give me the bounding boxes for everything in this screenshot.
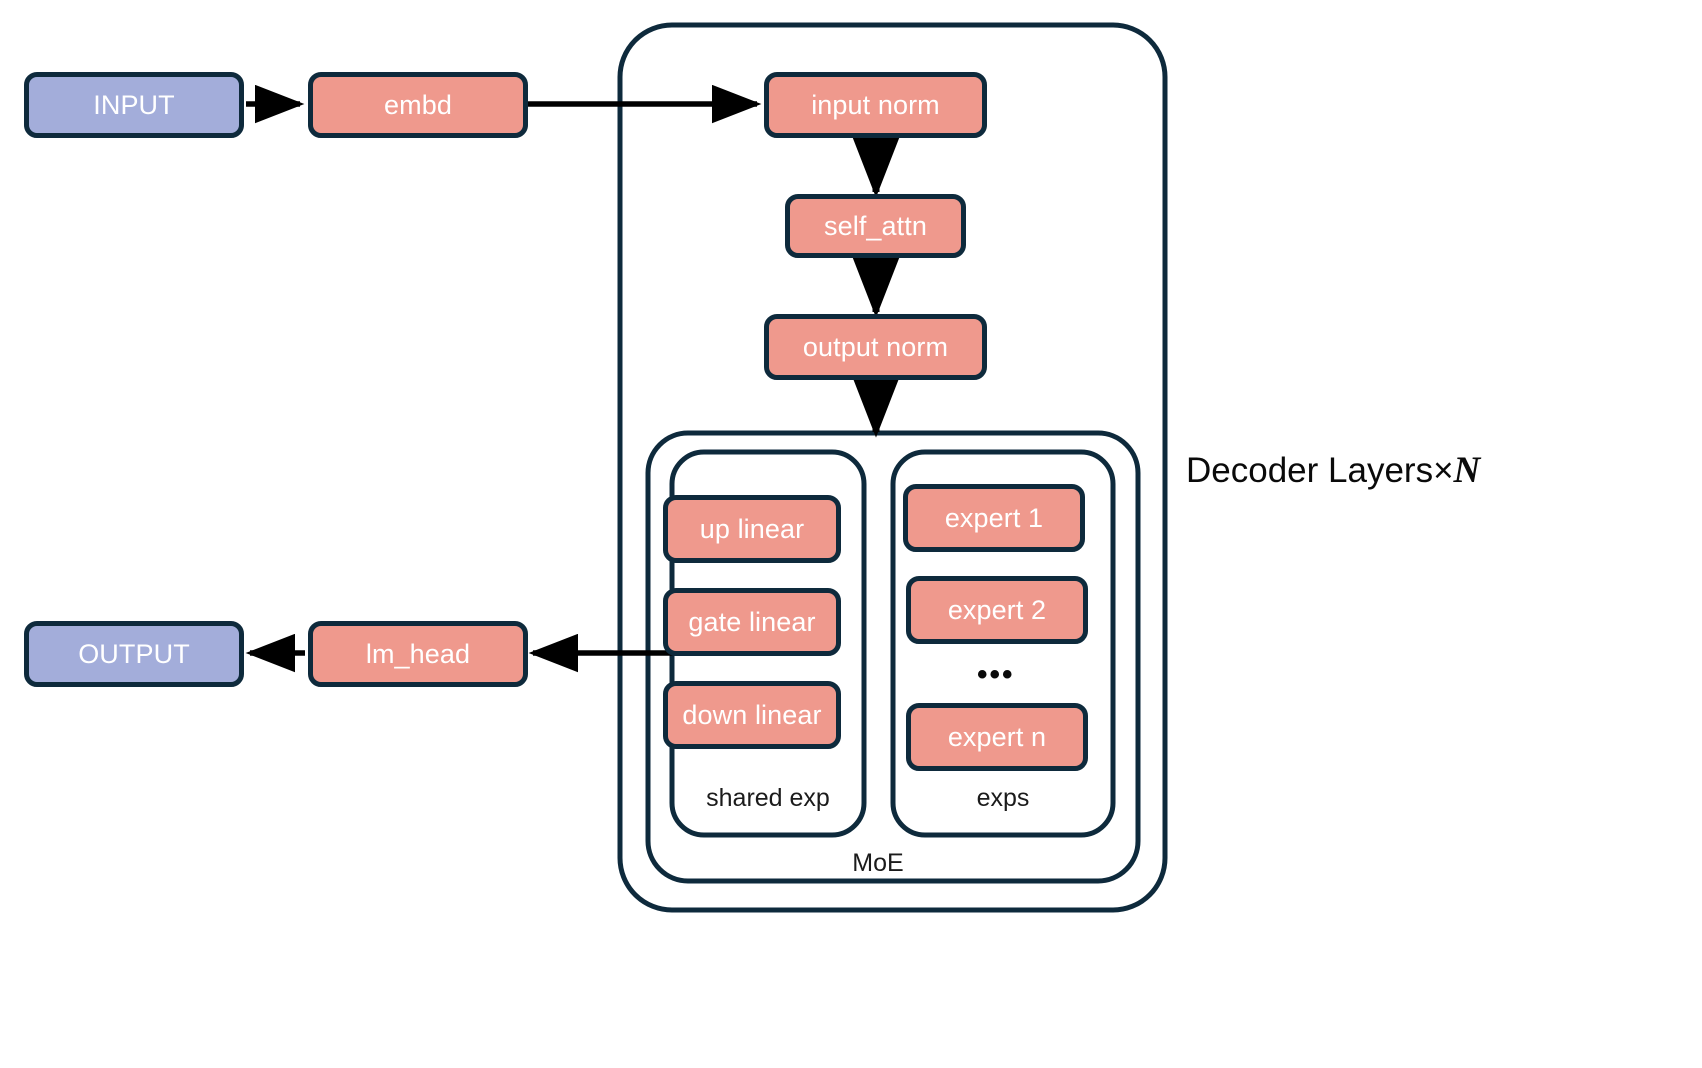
- decoder-layers-boundary: [617, 22, 1168, 913]
- node-down-linear[interactable]: down linear: [663, 681, 841, 749]
- node-input[interactable]: INPUT: [24, 72, 244, 138]
- node-output-norm[interactable]: output norm: [764, 314, 987, 380]
- moe-label: MoE: [852, 849, 904, 877]
- node-output[interactable]: OUTPUT: [24, 621, 244, 687]
- node-expert-2[interactable]: expert 2: [906, 576, 1088, 644]
- node-gate-linear[interactable]: gate linear: [663, 588, 841, 656]
- node-expert-1[interactable]: expert 1: [903, 484, 1085, 552]
- decoder-caption-text: Decoder Layers×: [1186, 451, 1454, 490]
- experts-boundary: [890, 449, 1116, 838]
- shared-expert-label: shared exp: [706, 784, 830, 812]
- node-input-norm[interactable]: input norm: [764, 72, 987, 138]
- node-lm-head[interactable]: lm_head: [308, 621, 528, 687]
- experts-ellipsis: •••: [977, 658, 1015, 691]
- decoder-layers-caption: Decoder Layers×N: [1186, 452, 1480, 489]
- node-embd[interactable]: embd: [308, 72, 528, 138]
- node-expert-n[interactable]: expert n: [906, 703, 1088, 771]
- experts-label: exps: [976, 784, 1030, 812]
- node-up-linear[interactable]: up linear: [663, 495, 841, 563]
- node-self-attn[interactable]: self_attn: [785, 194, 966, 258]
- decoder-caption-n: N: [1453, 450, 1481, 491]
